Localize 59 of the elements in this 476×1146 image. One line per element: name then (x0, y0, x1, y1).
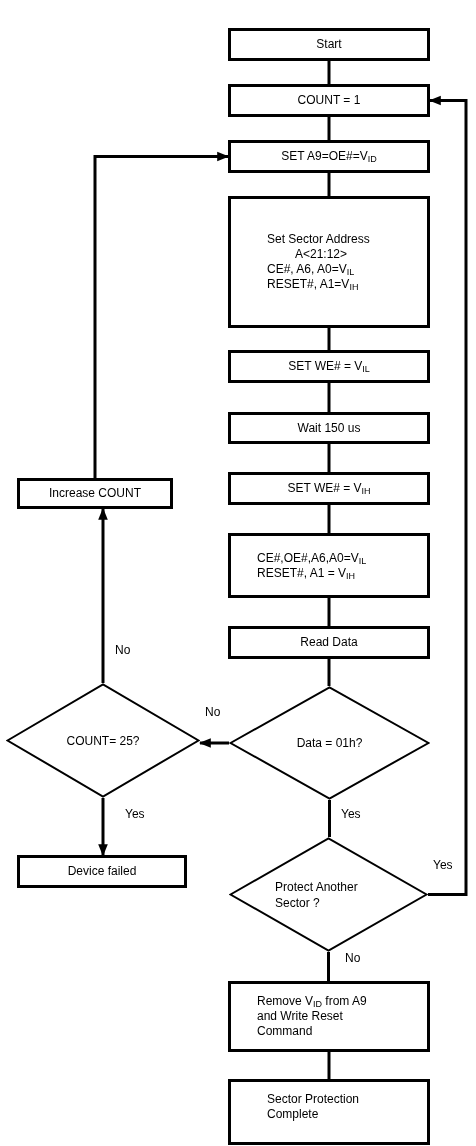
process-box (228, 626, 430, 659)
edge-label: Yes (124, 808, 146, 820)
connector-line (327, 1052, 331, 1079)
arrow (428, 95, 468, 896)
step-text: Read Data (300, 635, 358, 650)
connector-line (327, 598, 331, 626)
process-box (228, 412, 430, 444)
decision-diamond (229, 837, 428, 952)
step-text: SET WE# = V$_{IL}$ (288, 359, 370, 374)
connector-line (327, 383, 331, 412)
step-text: RESET#, A1=V$_{IH}$ (267, 277, 359, 292)
decision-text: Data = 01h? (296, 735, 363, 751)
process-box (17, 855, 187, 888)
decision-text: COUNT= 25? (66, 732, 140, 749)
connector-line (328, 800, 331, 837)
connector-line (327, 117, 331, 140)
connector-line (327, 952, 330, 981)
connector-line (327, 444, 331, 472)
process-box (228, 981, 430, 1052)
connector-line (327, 61, 331, 84)
decision-diamond (6, 683, 200, 798)
process-box (228, 533, 430, 598)
arrow (98, 798, 108, 857)
step-text: COUNT = 1 (297, 93, 361, 108)
process-box (228, 28, 430, 61)
step-text: CE#,OE#,A6,A0=V$_{IL}$ (257, 550, 367, 566)
step-text: Device failed (67, 864, 137, 879)
connector-line (327, 328, 331, 350)
step-text: SET A9=OE#=V$_{ID}$ (281, 149, 377, 164)
step-text: RESET#, A1 = V$_{IH}$ (257, 565, 356, 581)
step-text: Start (316, 37, 342, 52)
process-box (228, 1079, 430, 1145)
connector-line (327, 659, 331, 686)
edge-label: No (114, 644, 132, 656)
connector-line (327, 505, 331, 533)
process-box (228, 196, 430, 328)
decision-text: Protect Another Sector ? (275, 878, 359, 911)
connector-line (327, 173, 331, 196)
arrow (198, 738, 229, 748)
process-box (228, 84, 430, 117)
arrow (98, 507, 108, 683)
edge-label: No (344, 952, 362, 964)
process-box (228, 140, 430, 173)
process-box (17, 478, 173, 509)
edge-label: No (204, 706, 222, 718)
step-text: CE#, A6, A0=V$_{IL}$ (267, 262, 355, 277)
process-box (228, 350, 430, 383)
arrow (93, 151, 230, 478)
process-box (228, 472, 430, 505)
edge-label: Yes (432, 859, 454, 871)
edge-label: Yes (340, 808, 362, 820)
step-text: Wait 150 us (297, 420, 361, 436)
step-text: SET WE# = V$_{IH}$ (287, 481, 371, 496)
step-text: Sector Protection Complete (267, 1092, 361, 1122)
step-text: Remove V$_{ID}$ from A9 and Write Reset Command (257, 994, 368, 1039)
step-text: Increase COUNT (49, 486, 141, 501)
decision-diamond (229, 686, 430, 800)
step-text: Set Sector Address (267, 232, 370, 247)
step-text: A<21:12> (294, 247, 348, 262)
